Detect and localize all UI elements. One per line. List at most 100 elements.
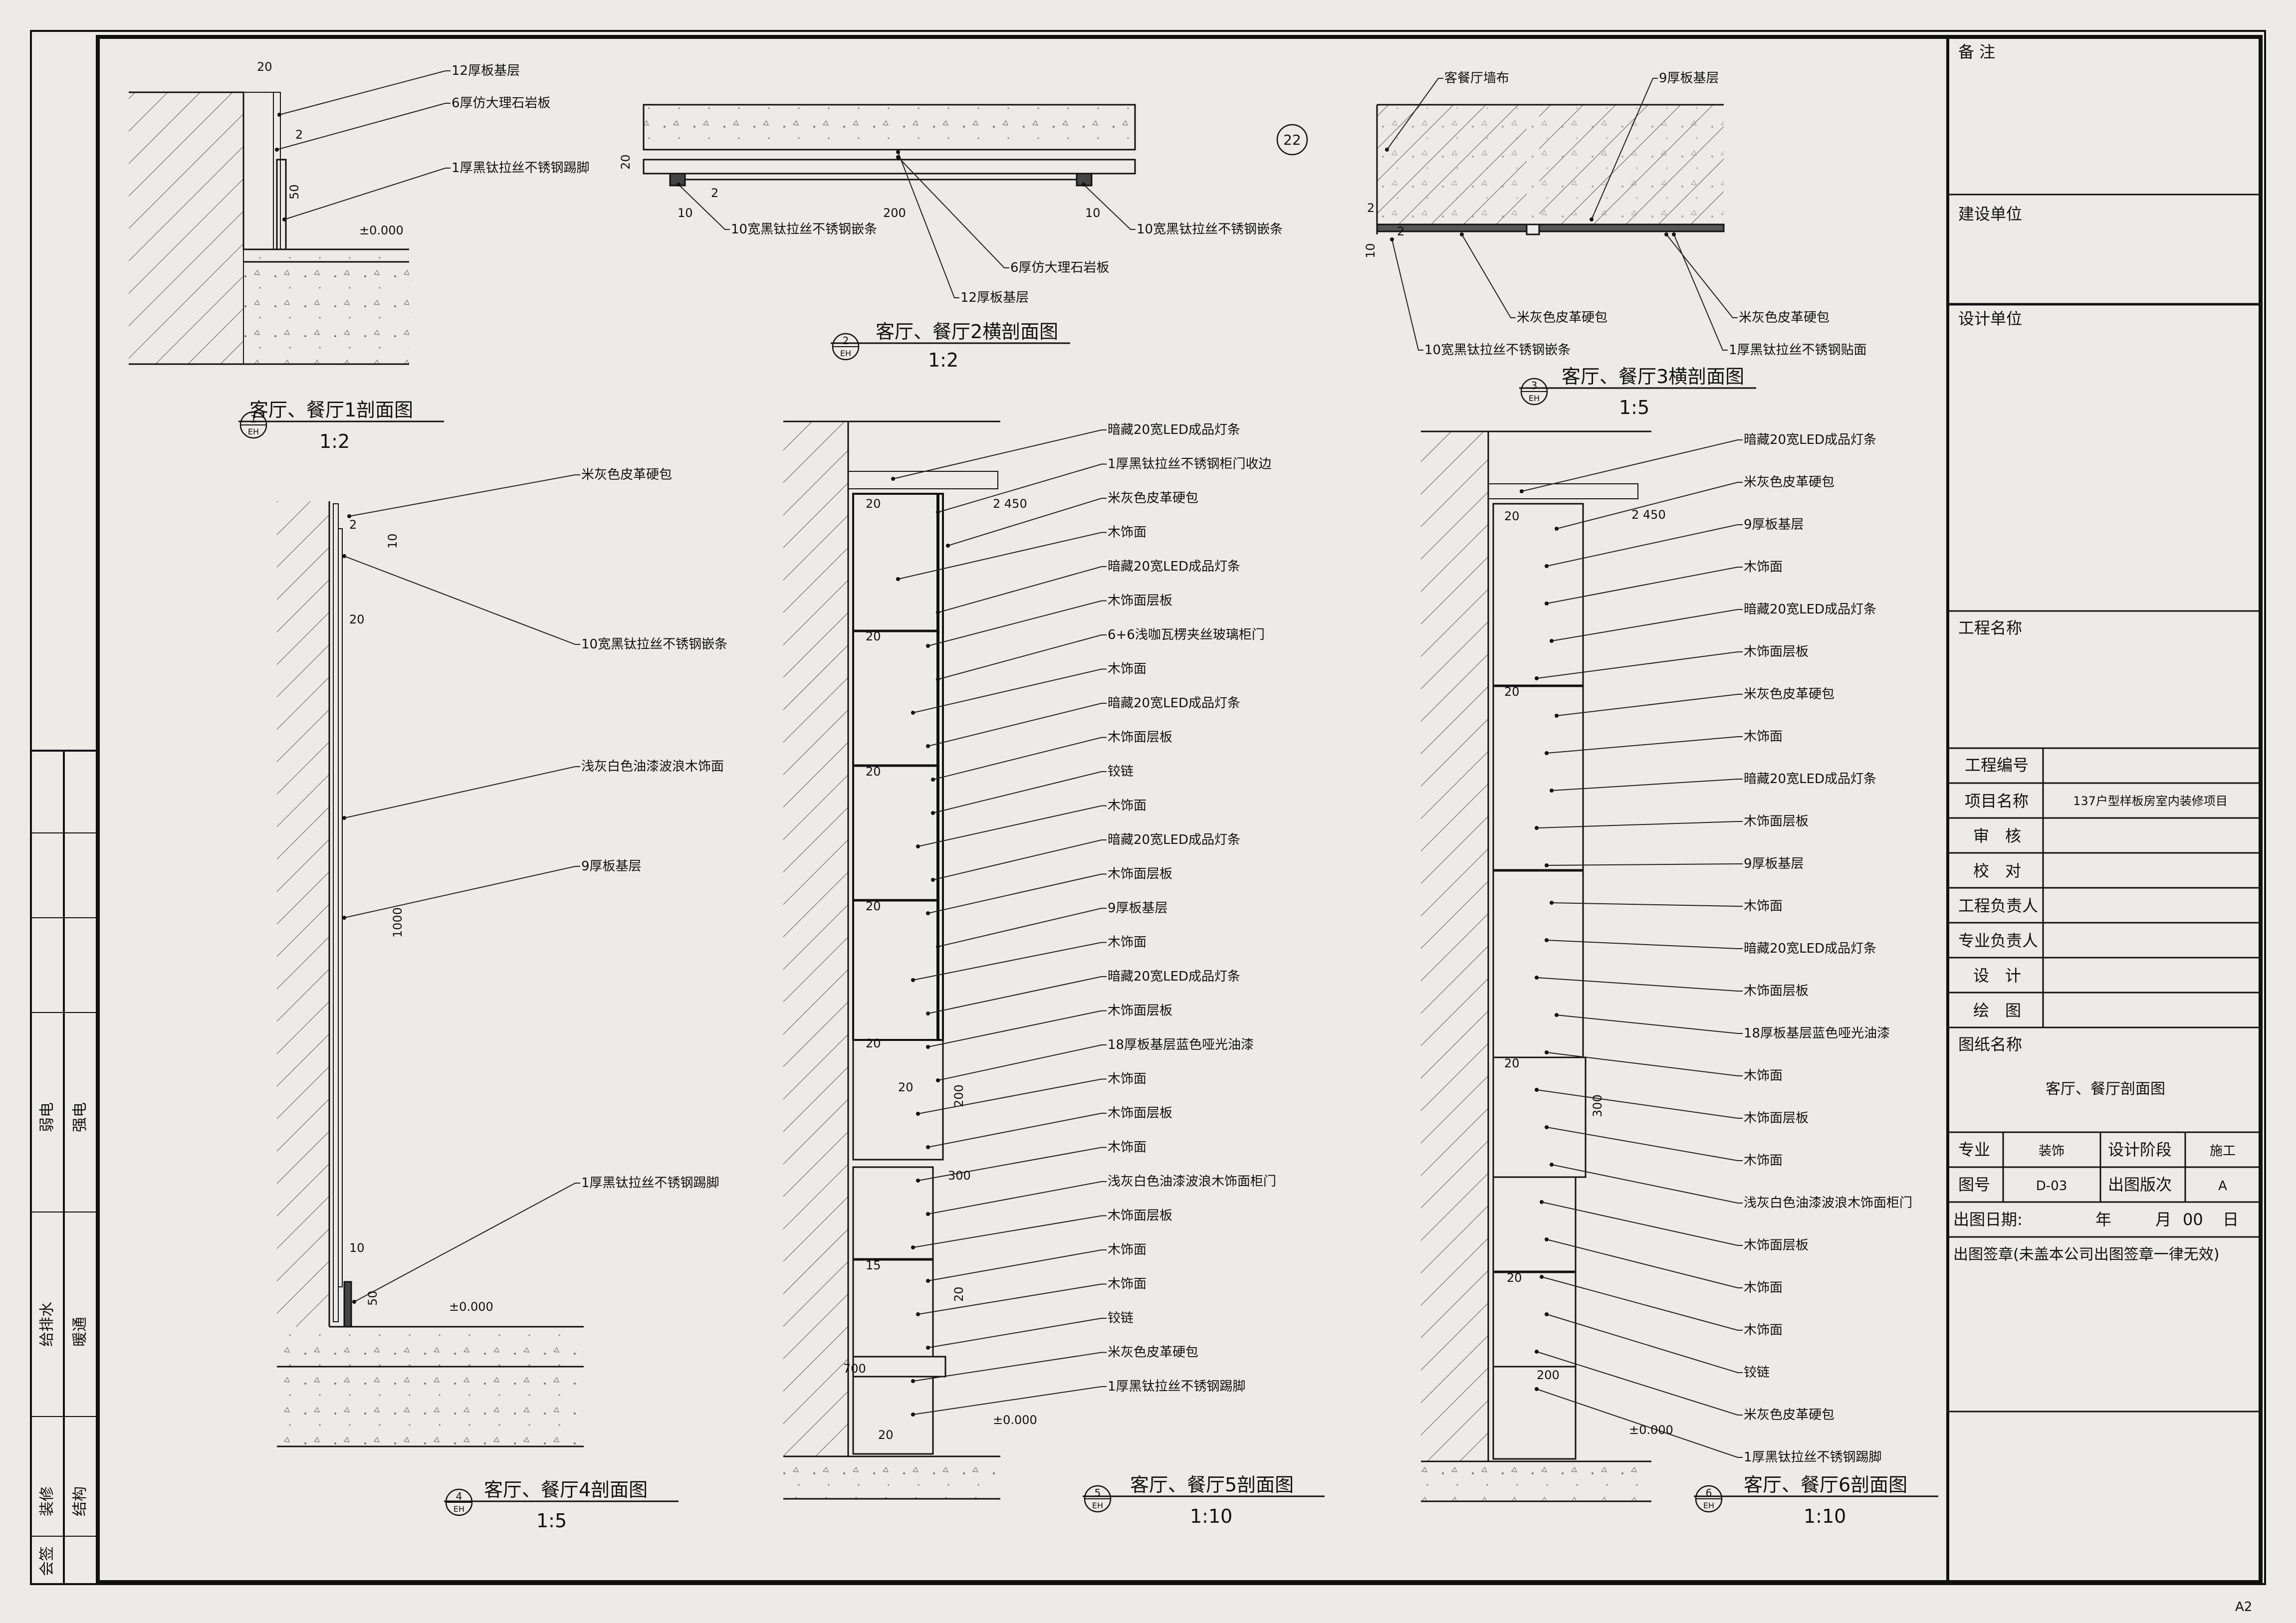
callout-label: 木饰面: [1744, 1323, 1783, 1338]
dimension-text: 2: [349, 518, 357, 532]
leader-dot: [1540, 1275, 1544, 1279]
leader-dot: [1590, 217, 1594, 221]
callout-label: 18厚板基层蓝色哑光油漆: [1744, 1026, 1890, 1041]
leader-line: [937, 1044, 1107, 1081]
tb-version-value: A: [2218, 1179, 2227, 1194]
callout-label: 铰链: [1108, 1311, 1134, 1326]
leader-dot: [1555, 714, 1559, 718]
sheet-ref: EH: [454, 1504, 464, 1514]
section-title: 客厅、餐厅5剖面图: [1130, 1474, 1294, 1496]
dimension-text: 20: [257, 60, 272, 74]
leader-dot: [1460, 232, 1464, 236]
leader-dot: [347, 514, 351, 518]
dimension-text: 2 450: [993, 497, 1027, 511]
leader-line: [1546, 1052, 1743, 1076]
callout-label: 9厚板基层: [1744, 517, 1804, 532]
callout-label: 6+6浅咖瓦楞夹丝玻璃柜门: [1108, 627, 1265, 642]
tb-discipline-label: 专业: [1958, 1140, 1990, 1159]
tb-drawing-name-value: 客厅、餐厅剖面图: [2046, 1080, 2165, 1098]
dimension-text: 20: [1504, 685, 1520, 699]
sign-strip-labels: 弱电 强电 给排水 暖通 装修 结构 会签: [38, 1102, 89, 1576]
leader-line: [927, 600, 1107, 646]
leader-line: [1673, 234, 1728, 351]
leader-line: [1541, 1202, 1743, 1246]
section-scale: 1:10: [1190, 1505, 1232, 1527]
callout-label: 米灰色皮革硬包: [1744, 475, 1835, 490]
callout-label: 木饰面层板: [1744, 814, 1809, 829]
leader-dot: [1535, 1387, 1539, 1391]
section-scale: 1:2: [928, 349, 958, 371]
leader-dot: [936, 1078, 940, 1082]
leader-line: [1551, 609, 1743, 641]
leader-dot: [911, 1413, 915, 1417]
leader-dot: [275, 148, 279, 152]
sign-cell-decoration: 装修: [38, 1486, 56, 1516]
callout-label: 木饰面: [1108, 1277, 1147, 1292]
leader-line: [898, 532, 1107, 580]
callout-label: 客餐厅墙布: [1444, 71, 1509, 86]
leader-line: [937, 908, 1107, 947]
callout-label: 木饰面层板: [1744, 644, 1809, 659]
section-number: 4: [456, 1490, 462, 1502]
leader-line: [1536, 977, 1743, 992]
callout-label: 10宽黑钛拉丝不锈钢嵌条: [581, 637, 727, 652]
sheet-ref: EH: [1703, 1501, 1714, 1510]
leader-line: [918, 1078, 1107, 1114]
leader-line: [1521, 439, 1743, 492]
leader-line: [1546, 940, 1743, 949]
tb-date-year: 年: [2095, 1210, 2111, 1229]
section-scale: 1:10: [1804, 1505, 1846, 1527]
leader-line: [354, 1183, 580, 1302]
callout-label: 铰链: [1744, 1365, 1770, 1380]
dimension-text: ±0.000: [359, 223, 404, 237]
leader-dot: [1082, 183, 1086, 187]
dimension-text: 20: [878, 1428, 894, 1442]
leader-dot: [1550, 639, 1554, 643]
callout-label: 木饰面层板: [1108, 1004, 1172, 1018]
tb-project-lead-label: 工程负责人: [1958, 896, 2038, 915]
leader-dot: [911, 711, 915, 715]
leader-dot: [911, 978, 915, 982]
leader-line: [1546, 736, 1743, 754]
leader-line: [927, 1113, 1107, 1148]
callout-label: 木饰面: [1108, 1140, 1147, 1155]
leader-line: [927, 1181, 1107, 1215]
leader-line: [937, 463, 1107, 513]
callout-label: 木饰面: [1108, 935, 1147, 950]
leader-dot: [1555, 527, 1559, 531]
leader-line: [279, 70, 451, 115]
section-3-graphics: [1376, 104, 1725, 235]
leader-dot: [926, 1012, 930, 1015]
leader-line: [927, 976, 1107, 1014]
leader-dot: [916, 844, 920, 848]
leader-dot: [1390, 237, 1394, 241]
leader-dot: [1540, 1200, 1544, 1204]
callout-label: 木饰面: [1744, 729, 1783, 744]
dimension-text: 200: [883, 206, 906, 220]
leader-dot: [936, 610, 940, 614]
tb-remarks: 备 注: [1958, 42, 1995, 61]
dimension-text: 15: [866, 1258, 881, 1272]
section-number: 3: [1531, 380, 1538, 392]
leader-dot: [896, 155, 900, 159]
dimension-text: 20: [952, 1286, 966, 1302]
s5-annotations: 暗藏20宽LED成品灯条1厚黑钛拉丝不锈钢柜门收边米灰色皮革硬包木饰面暗藏20宽…: [843, 422, 1325, 1527]
sheet-ref: EH: [1092, 1501, 1103, 1510]
leader-line: [1591, 78, 1658, 220]
callout-label: 木饰面: [1108, 525, 1147, 540]
leader-line: [1551, 902, 1743, 907]
tb-review-label: 审 核: [1973, 826, 2021, 845]
leader-line: [947, 498, 1107, 546]
leader-line: [927, 873, 1107, 914]
leader-line: [918, 1283, 1107, 1315]
leader-line: [927, 1010, 1107, 1047]
leader-dot: [916, 1112, 920, 1116]
tb-date-month: 月: [2155, 1210, 2171, 1229]
dimension-text: 2: [711, 186, 718, 200]
dimension-text: 300: [1591, 1094, 1605, 1117]
dimension-text: 10: [678, 206, 693, 220]
leader-line: [1546, 1127, 1743, 1161]
callout-label: 木饰面: [1108, 662, 1147, 677]
